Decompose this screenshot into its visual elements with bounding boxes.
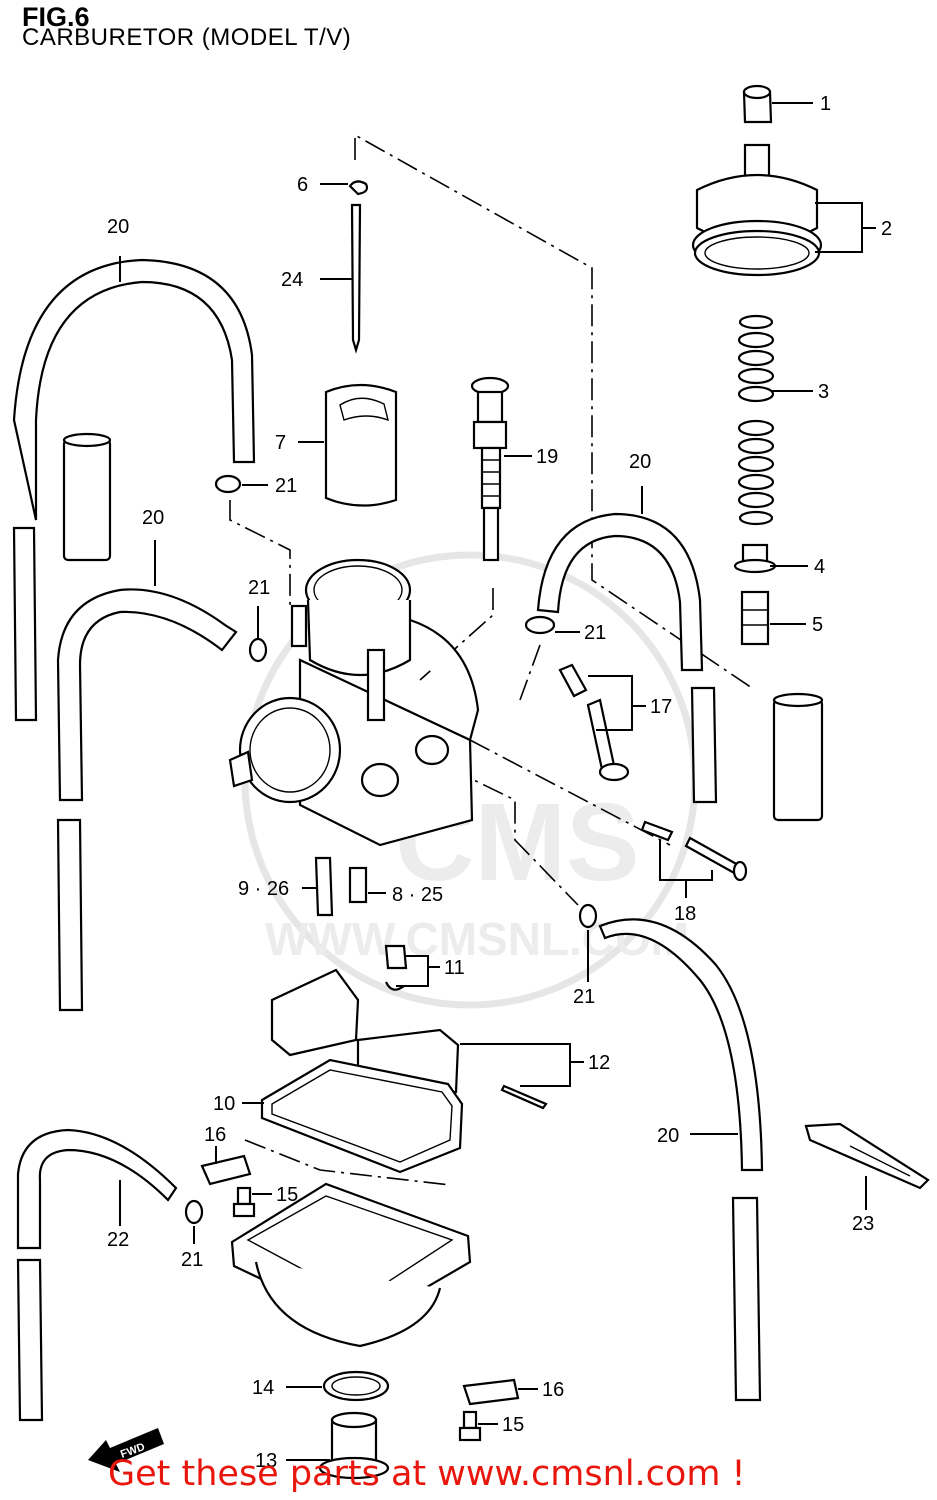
part-24-jet-needle[interactable]: [350, 203, 362, 354]
callout-10[interactable]: 10: [213, 1093, 235, 1115]
callout-19[interactable]: 19: [536, 446, 558, 468]
callout-15-upper[interactable]: 15: [276, 1184, 298, 1206]
callout-21-b[interactable]: 21: [248, 577, 270, 599]
callout-23[interactable]: 23: [852, 1213, 874, 1235]
hose-sleeve-left: [62, 432, 112, 562]
part-17-pilot-screw[interactable]: [558, 663, 630, 782]
callout-6[interactable]: 6: [297, 174, 308, 196]
part-18-idle-screw[interactable]: [640, 820, 748, 882]
part-8-main-jet[interactable]: [348, 866, 368, 904]
part-20-vent-hose-right[interactable]: [536, 512, 718, 804]
callout-21-e[interactable]: 21: [181, 1249, 203, 1271]
part-11-float-valve[interactable]: [384, 944, 408, 991]
part-20-vent-hose-left[interactable]: [12, 258, 256, 722]
callout-13[interactable]: 13: [255, 1450, 277, 1472]
part-3-throttle-spring[interactable]: [737, 314, 775, 526]
callout-21-c[interactable]: 21: [584, 622, 606, 644]
callout-20-right[interactable]: 20: [629, 451, 651, 473]
callout-21-d[interactable]: 21: [573, 986, 595, 1008]
callout-20-top-left[interactable]: 20: [107, 216, 129, 238]
figure-number: FIG.6: [22, 2, 90, 32]
part-20-vent-hose-center[interactable]: [56, 588, 238, 1012]
callout-numbers: 1 2 3 4 5 6 7 8 · 25 9 · 26 10 11 12 13 …: [107, 93, 892, 1472]
callout-5[interactable]: 5: [812, 614, 823, 636]
callout-20-center-left[interactable]: 20: [142, 507, 164, 529]
figure-subtitle: CARBURETOR (MODEL T/V): [22, 24, 352, 51]
callout-12[interactable]: 12: [588, 1052, 610, 1074]
leader-lines: [119, 102, 876, 1461]
callout-15-lower[interactable]: 15: [502, 1414, 524, 1436]
part-1-cable-cap[interactable]: [742, 84, 773, 124]
promo-link[interactable]: Get these parts at www.cmsnl.com !: [108, 1454, 746, 1494]
part-15-screw-lower[interactable]: [458, 1410, 482, 1442]
callout-11[interactable]: 11: [444, 957, 465, 979]
callout-14[interactable]: 14: [252, 1377, 274, 1399]
part-5-cable-adjuster[interactable]: [740, 590, 770, 646]
part-4-spring-seat[interactable]: [733, 543, 777, 574]
part-21-clamps[interactable]: [184, 474, 598, 1225]
callout-17[interactable]: 17: [650, 696, 672, 718]
callout-1[interactable]: 1: [820, 93, 831, 115]
part-23-hose-bracket[interactable]: [804, 1122, 930, 1190]
part-6-needle-clip[interactable]: [348, 180, 369, 196]
part-16-hose-plate-lower[interactable]: [462, 1378, 520, 1406]
callout-18[interactable]: 18: [674, 903, 696, 925]
callout-22[interactable]: 22: [107, 1229, 129, 1251]
callout-24[interactable]: 24: [281, 269, 303, 291]
callout-16-lower[interactable]: 16: [542, 1379, 564, 1401]
callout-3[interactable]: 3: [818, 381, 829, 403]
part-2-top-cover[interactable]: [691, 143, 823, 277]
part-19-starter-plunger[interactable]: [470, 376, 510, 562]
callout-20-lower-right[interactable]: 20: [657, 1125, 679, 1147]
callout-2[interactable]: 2: [881, 218, 892, 240]
part-7-throttle-valve[interactable]: [324, 383, 398, 507]
callout-7[interactable]: 7: [275, 432, 286, 454]
part-10-float-chamber-gasket[interactable]: [260, 1058, 464, 1174]
callout-9-26[interactable]: 9 · 26: [238, 878, 289, 900]
part-16-hose-plate-upper[interactable]: [200, 1154, 252, 1186]
part-14-drain-o-ring[interactable]: [322, 1370, 390, 1402]
hose-sleeve-right: [772, 692, 824, 822]
part-22-drain-hose[interactable]: [16, 1128, 178, 1422]
part-15-screw-upper[interactable]: [232, 1186, 256, 1218]
part-13-drain-plug[interactable]: [318, 1411, 390, 1480]
callout-21-a[interactable]: 21: [275, 475, 297, 497]
callout-4[interactable]: 4: [814, 556, 825, 578]
part-20-overflow-hose[interactable]: [598, 918, 764, 1402]
callout-8-25[interactable]: 8 · 25: [392, 884, 443, 906]
callout-16-upper[interactable]: 16: [204, 1124, 226, 1146]
float-chamber[interactable]: [230, 1182, 472, 1348]
part-9-needle-jet[interactable]: [314, 856, 334, 917]
carburetor-body[interactable]: [228, 558, 480, 847]
